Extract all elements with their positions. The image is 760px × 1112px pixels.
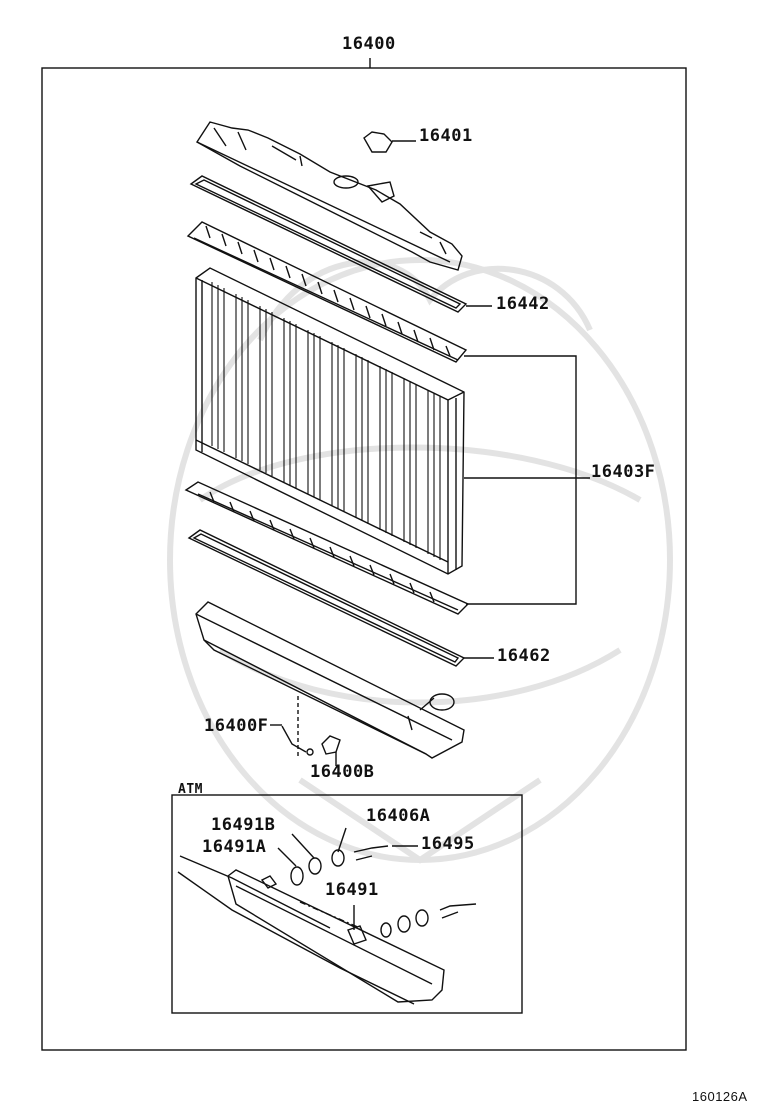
lower-gasket xyxy=(187,529,494,667)
upper-tank xyxy=(196,121,463,271)
part-label-16491B: 16491B xyxy=(211,815,276,835)
atm-section-label: ATM xyxy=(178,782,203,797)
part-label-16406A: 16406A xyxy=(366,806,431,826)
part-label-16403F: 16403F xyxy=(591,462,656,482)
upper-core-plate xyxy=(186,221,468,363)
assembly-frame xyxy=(41,58,687,1051)
drain-cock-leader xyxy=(281,696,341,766)
part-label-16491A: 16491A xyxy=(202,837,267,857)
part-label-16400F: 16400F xyxy=(204,716,269,736)
part-label-16442: 16442 xyxy=(496,294,550,314)
core-bracket-leader xyxy=(464,355,590,605)
atm-oil-cooler-detail xyxy=(177,827,477,1005)
radiator-core xyxy=(195,267,465,575)
atm-detail-frame xyxy=(171,794,523,1014)
part-label-16462: 16462 xyxy=(497,646,551,666)
part-label-16401: 16401 xyxy=(419,126,473,146)
assembly-number-label: 16400 xyxy=(342,34,396,54)
lower-tank xyxy=(195,601,465,759)
part-label-16495: 16495 xyxy=(421,834,475,854)
upper-gasket xyxy=(189,175,492,313)
part-label-16400B: 16400B xyxy=(310,762,375,782)
figure-code: 160126A xyxy=(692,1089,748,1104)
radiator-cap xyxy=(363,131,416,153)
part-label-16491: 16491 xyxy=(325,880,379,900)
